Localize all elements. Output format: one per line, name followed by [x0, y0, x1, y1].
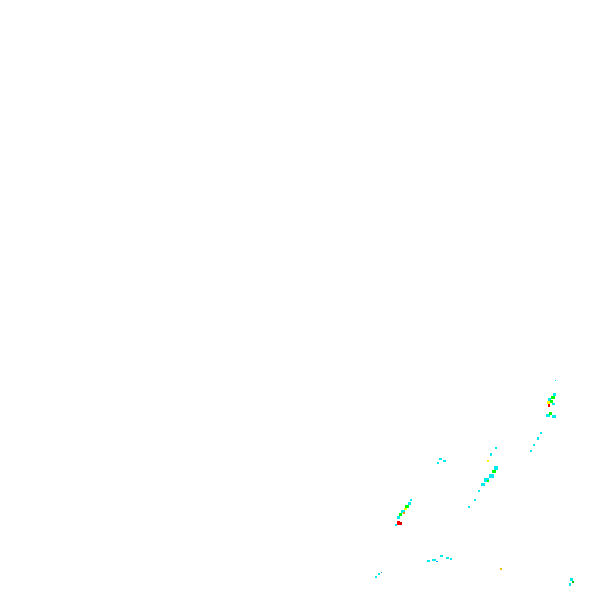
cell-se-corner-echo-light-53 — [569, 583, 571, 586]
cell-central-south-echo-heavy-32 — [404, 508, 407, 510]
cell-central-south-echo-moderate-31 — [405, 505, 409, 508]
cell-central-south-echo-light-40 — [410, 499, 412, 501]
cell-central-south-echo-intense-34 — [403, 512, 405, 514]
cell-central-south-echo-light-30 — [408, 502, 411, 505]
cell-isolated-east-echo-light-29 — [437, 462, 439, 464]
cell-central-south-echo-extreme-37 — [397, 521, 400, 525]
cell-ne-upper-echo-extreme-5 — [548, 404, 550, 407]
cell-east-band-echo-light-24 — [478, 490, 480, 492]
cell-ne-upper-echo-light-2 — [548, 398, 551, 401]
cell-east-band-echo-moderate-19 — [492, 470, 496, 473]
cell-east-band-echo-light-22 — [481, 483, 485, 486]
cell-ne-upper-echo-light-6 — [552, 403, 555, 405]
cell-ne-lower-echo-moderate-9 — [549, 412, 552, 415]
cell-ne-upper-echo-light-7 — [555, 380, 556, 381]
cell-ne-lower-echo-light-8 — [546, 414, 550, 417]
cell-east-band-echo-light-18 — [494, 466, 498, 470]
cell-east-band-echo-light-25 — [474, 499, 476, 501]
cell-ne-lower-echo-light-13 — [533, 444, 535, 446]
cell-east-band-echo-light-26 — [468, 506, 470, 508]
cell-south-scatter-echo-light-47 — [378, 573, 380, 575]
cell-isolated-east-echo-light-27 — [439, 458, 442, 460]
cell-south-scatter-echo-light-45 — [450, 558, 452, 560]
cell-east-band-echo-light-20 — [489, 474, 494, 478]
cell-central-south-echo-light-33 — [401, 510, 405, 513]
cell-east-band-echo-light-16 — [490, 453, 492, 456]
cell-south-scatter-echo-light_alt-49 — [381, 572, 382, 573]
cell-ne-upper-echo-moderate-1 — [551, 396, 555, 399]
cell-ne-lower-echo-light-14 — [530, 450, 532, 452]
cell-east-band-echo-heavy-17 — [487, 460, 489, 462]
cell-south-scatter-echo-light-44 — [427, 560, 430, 562]
cell-central-south-echo-moderate-35 — [399, 513, 402, 516]
cell-se-corner-echo-moderate_dark-52 — [572, 581, 574, 583]
cell-isolated-east-echo-light-28 — [443, 460, 446, 462]
cell-east-band-echo-moderate-23 — [487, 480, 489, 482]
cell-ne-lower-echo-light-12 — [537, 437, 539, 440]
cell-se-corner-echo-light-51 — [570, 578, 573, 581]
cell-south-scatter-echo-light-48 — [375, 576, 377, 578]
cell-east-band-echo-light-21 — [484, 478, 489, 482]
cell-ne-upper-echo-heavy-3 — [547, 401, 550, 404]
cell-ne-upper-echo-light-0 — [553, 393, 556, 396]
cell-ne-lower-echo-light-10 — [552, 415, 556, 418]
cell-ne-lower-echo-light-11 — [540, 432, 542, 434]
cell-central-south-echo-light-36 — [397, 516, 400, 519]
cell-central-south-echo-light-39 — [395, 524, 397, 526]
cell-se-corner-echo-heavy_alt-50 — [500, 568, 502, 570]
cell-south-scatter-echo-light-43 — [432, 559, 436, 561]
cell-central-south-echo-core-38 — [400, 522, 402, 525]
cell-east-band-echo-light-15 — [495, 447, 497, 449]
cell-south-scatter-echo-light-42 — [446, 557, 449, 559]
cell-south-scatter-echo-light-41 — [440, 555, 443, 557]
cell-south-scatter-echo-light_alt-46 — [436, 561, 438, 562]
cell-ne-upper-echo-moderate-4 — [550, 400, 553, 403]
